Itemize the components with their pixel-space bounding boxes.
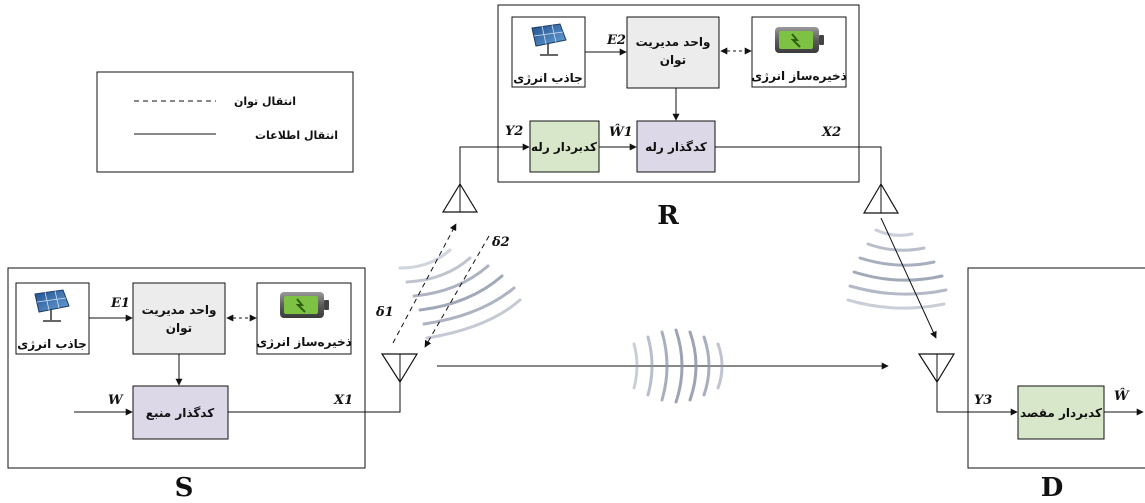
antenna-icon — [380, 353, 419, 384]
source-pmu-label-2: توان — [166, 321, 192, 336]
wave-icon — [398, 248, 522, 340]
solar-panel-icon — [34, 289, 70, 322]
signal-e2: E2 — [606, 33, 626, 48]
solar-panel-icon — [531, 23, 567, 56]
wave-icon — [846, 228, 948, 310]
power-transfer-arrow — [392, 223, 457, 344]
relay-harvester-label: جاذب انرژی — [513, 71, 583, 85]
antenna-icon — [917, 353, 956, 384]
destination-decoder-label: کدبردار مقصد — [1020, 406, 1102, 420]
signal-w: W — [108, 393, 124, 408]
signal-y3: Y3 — [974, 393, 992, 408]
signal-delta2: δ2 — [491, 235, 510, 250]
source-harvester-label: جاذب انرژی — [17, 337, 87, 351]
source-storage-label: ذخیره‌ساز انرژی — [256, 335, 352, 349]
signal-w-hat: Ŵ — [1114, 388, 1130, 404]
legend-power-label: انتقال توان — [234, 95, 296, 108]
source-encoder-label: کدگذار منبع — [146, 406, 214, 420]
source-encoder-block — [132, 385, 229, 440]
relay-decoder-label: کدبردار رله — [531, 140, 597, 154]
source-node: جاذب انرژی واحد مدیریت توان ذخیره‌ساز ان… — [7, 267, 401, 469]
signal-e1: E1 — [110, 296, 130, 311]
wave-icon — [632, 328, 724, 404]
battery-icon — [280, 292, 329, 318]
source-node-label: S — [175, 473, 194, 503]
relay-node: جاذب انرژی واحد مدیریت توان ذخیره‌ساز ان… — [459, 4, 882, 184]
relay-storage-label: ذخیره‌ساز انرژی — [751, 69, 847, 83]
relay-pmu-label-2: توان — [660, 53, 686, 68]
signal-x2: X2 — [821, 125, 841, 140]
relay-power-management-block — [626, 16, 720, 89]
destination-node: کدبردار مقصد Y3 Ŵ — [936, 267, 1145, 469]
relay-node-label: R — [657, 201, 679, 231]
battery-icon — [775, 27, 824, 53]
relay-encoder-label: کدگذار رله — [645, 140, 707, 154]
legend-info-label: انتقال اطلاعات — [255, 129, 338, 142]
destination-decoder-block — [1017, 385, 1105, 440]
signal-y2: Y2 — [505, 124, 523, 139]
relay-pmu-label-1: واحد مدیریت — [636, 35, 711, 50]
signal-x1: X1 — [333, 393, 353, 408]
legend: انتقال توان انتقال اطلاعات — [96, 71, 354, 173]
antenna-icon — [441, 182, 479, 213]
signal-w1-hat: Ŵ1 — [609, 124, 633, 140]
source-power-management-block — [132, 282, 226, 355]
power-transfer-arrow-back — [424, 235, 490, 348]
signal-delta1: δ1 — [375, 305, 394, 320]
antenna-icon — [862, 182, 900, 214]
relay-destination-link — [880, 217, 937, 339]
source-pmu-label-1: واحد مدیریت — [142, 303, 217, 318]
destination-node-label: D — [1041, 473, 1064, 503]
